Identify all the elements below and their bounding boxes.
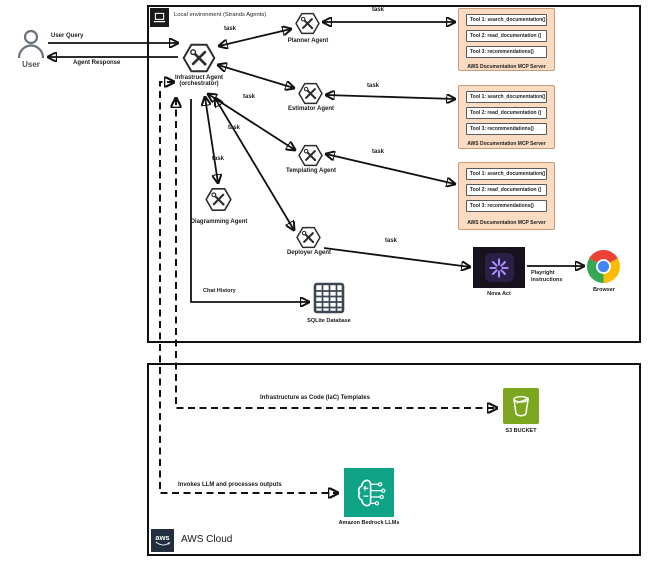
agent-icon-planner [294,10,321,37]
invoke-flow-label: Invokes LLM and processes outputs [178,482,282,488]
mcp-server-2: Tool 1: search_documentation() Tool 2: r… [458,85,555,149]
task-label: task [228,125,241,131]
agent-label-templating: Templating Agent [286,168,336,174]
agent-icon-estimator [297,80,324,107]
browser-label: Browser [592,287,615,293]
agent-icon-orchestrator [181,40,217,76]
tool-item: Tool 2: read_documentation () [466,184,547,196]
tool-item: Tool 3: recommendations() [466,200,547,212]
tool-item: Tool 2: read_documentation () [466,107,547,119]
mcp-server-label: AWS Documentation MCP Server [467,141,546,147]
tool-item: Tool 3: recommendations() [466,46,547,58]
tool-item: Tool 1: search_documentation() [466,91,547,103]
task-label: task [367,83,380,89]
sqlite-label: SQLite Database [307,318,351,324]
arrow-orch-diagramming [205,97,218,183]
task-label: task [212,156,225,162]
arrow-orch-templating [208,94,295,150]
agent-label-estimator: Estimator Agent [287,106,335,112]
dashed-arrow-iac-s3 [176,98,497,408]
nova-act-label: Nova Act [487,291,511,297]
user-label: User [22,60,40,69]
mcp-server-3: Tool 1: search_documentation() Tool 2: r… [458,162,555,230]
agent-label-orchestrator: Infrastruct Agent (orchestrator) [162,75,236,87]
s3-bucket-label: S3 BUCKET [505,428,537,434]
task-label: task [372,7,385,13]
iac-flow-label: Infrastructure as Code (IaC) Templates [260,395,370,401]
browser-icon [587,250,620,283]
agent-icon-deployer [295,224,322,251]
tool-item: Tool 2: read_documentation () [466,30,547,42]
mcp-server-label: AWS Documentation MCP Server [467,64,546,70]
tool-item: Tool 3: recommendations() [466,123,547,135]
dashed-arrow-invoke-bedrock [159,82,338,493]
chat-history-label: Chat History [203,288,236,294]
task-label: task [372,149,385,155]
agent-icon-templating [297,142,324,169]
arrow-deployer-nova [323,247,470,267]
orchestrator-line2: (orchestrator) [179,81,219,87]
s3-bucket-icon [503,388,539,424]
tool-item: Tool 1: search_documentation() [466,14,547,26]
agent-label-deployer: Deployer Agent [286,250,332,256]
agent-label-planner: Planner Agent [287,38,329,44]
task-label: task [385,238,398,244]
user-query-label: User Query [51,33,84,39]
aws-cloud-label: AWS Cloud [181,534,233,545]
agent-label-diagramming: Diagramming Agent [190,219,248,225]
aws-logo: aws [151,529,174,552]
playwright-instructions-label: Playright instructions [531,270,563,283]
task-label: task [243,94,256,100]
arrow-orch-planner [219,29,291,46]
sqlite-icon [313,282,345,314]
local-environment-title: Local environment (Strands Agents) [174,12,267,18]
laptop-icon [150,8,169,27]
agent-icon-diagramming [204,185,233,214]
tool-item: Tool 1: search_documentation() [466,168,547,180]
arrow-estimator-mcp [326,95,455,99]
bedrock-label: Amazon Bedrock LLMs [338,520,400,526]
task-label: task [224,26,237,32]
user-icon [17,29,45,59]
aws-logo-text: aws [155,532,170,542]
nova-act-icon [473,247,525,288]
agent-response-label: Agent Response [73,60,121,66]
mcp-server-label: AWS Documentation MCP Server [467,220,546,226]
mcp-server-1: Tool 1: search_documentation() Tool 2: r… [458,8,555,71]
nova-act-star [484,253,514,282]
bedrock-icon [344,468,394,517]
